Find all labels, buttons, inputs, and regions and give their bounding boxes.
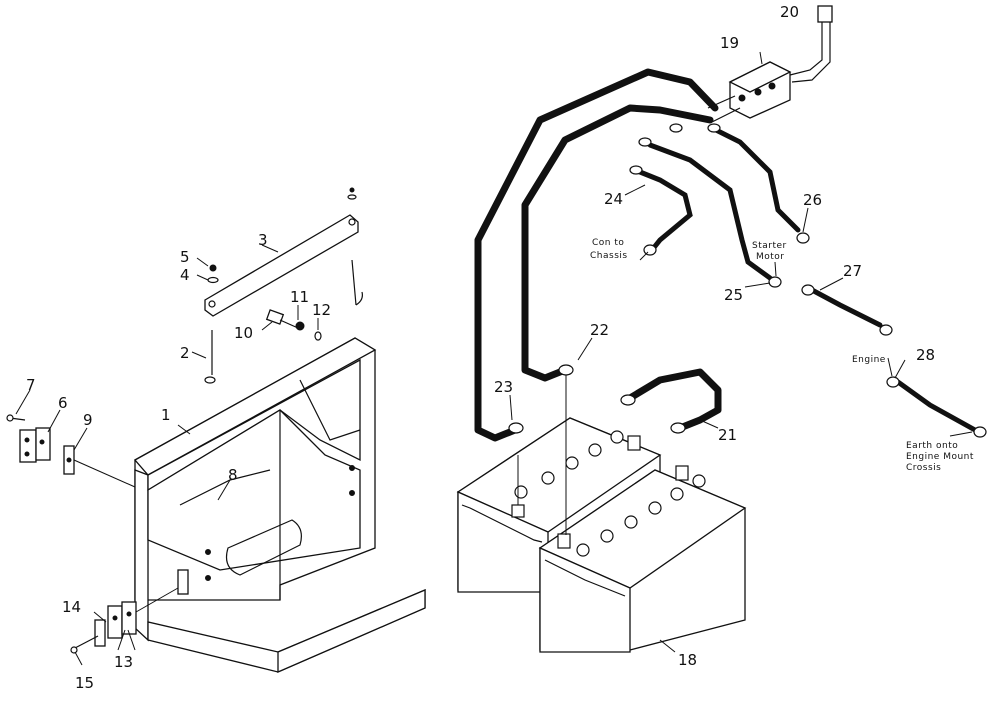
label-part-11: 11	[290, 288, 309, 306]
note-engine: Engine	[852, 355, 886, 365]
label-part-8: 8	[228, 466, 238, 484]
label-part-9: 9	[83, 411, 93, 429]
note-earth-line2: Engine Mount	[906, 452, 974, 462]
label-part-26: 26	[803, 191, 822, 209]
note-earth-line1: Earth onto	[906, 441, 958, 451]
label-part-1: 1	[161, 406, 171, 424]
battery-tray	[133, 337, 426, 673]
bolt-nut-set	[265, 309, 322, 341]
label-part-2: 2	[180, 344, 190, 362]
starter-solenoid	[707, 51, 792, 123]
label-part-3: 3	[258, 231, 268, 249]
label-part-24: 24	[604, 190, 623, 208]
label-part-21: 21	[718, 426, 737, 444]
label-part-4: 4	[180, 266, 190, 284]
hold-down-rod	[347, 187, 363, 306]
nut-washer	[207, 264, 219, 284]
hinge-lower	[70, 587, 179, 654]
j-bolt	[204, 330, 216, 384]
hinge-upper	[6, 414, 51, 463]
cable-26	[709, 125, 801, 233]
label-part-12: 12	[312, 301, 331, 319]
label-part-28: 28	[916, 346, 935, 364]
leader-lines	[15, 184, 973, 666]
label-part-15: 15	[75, 674, 94, 692]
cable-25	[647, 142, 773, 281]
note-starter-line2: Motor	[756, 252, 785, 262]
label-part-20: 20	[780, 3, 799, 21]
label-part-6: 6	[58, 394, 68, 412]
label-part-18: 18	[678, 651, 697, 669]
label-part-22: 22	[590, 321, 609, 339]
cable-lugs	[508, 123, 987, 438]
cable-27	[809, 287, 883, 328]
solenoid-lever	[789, 5, 833, 83]
label-part-10: 10	[234, 324, 253, 342]
battery-front	[538, 465, 747, 653]
cable-23	[474, 68, 719, 442]
label-part-23: 23	[494, 378, 513, 396]
note-earth-line3: Crossis	[906, 463, 941, 473]
label-part-19: 19	[720, 34, 739, 52]
latch-plate	[63, 445, 136, 488]
cable-22	[521, 104, 714, 382]
label-part-13: 13	[114, 653, 133, 671]
hold-down-strap	[204, 214, 359, 317]
label-part-25: 25	[724, 286, 743, 304]
note-con-chassis-line2: Chassis	[590, 251, 628, 261]
label-part-5: 5	[180, 248, 190, 266]
note-con-chassis-line1: Con to	[592, 238, 624, 248]
label-part-27: 27	[843, 262, 862, 280]
cable-21	[626, 368, 722, 432]
cable-24	[637, 169, 693, 253]
cable-28	[895, 379, 978, 433]
label-part-14: 14	[62, 598, 81, 616]
label-part-7: 7	[26, 376, 36, 394]
note-starter-line1: Starter	[752, 241, 787, 251]
